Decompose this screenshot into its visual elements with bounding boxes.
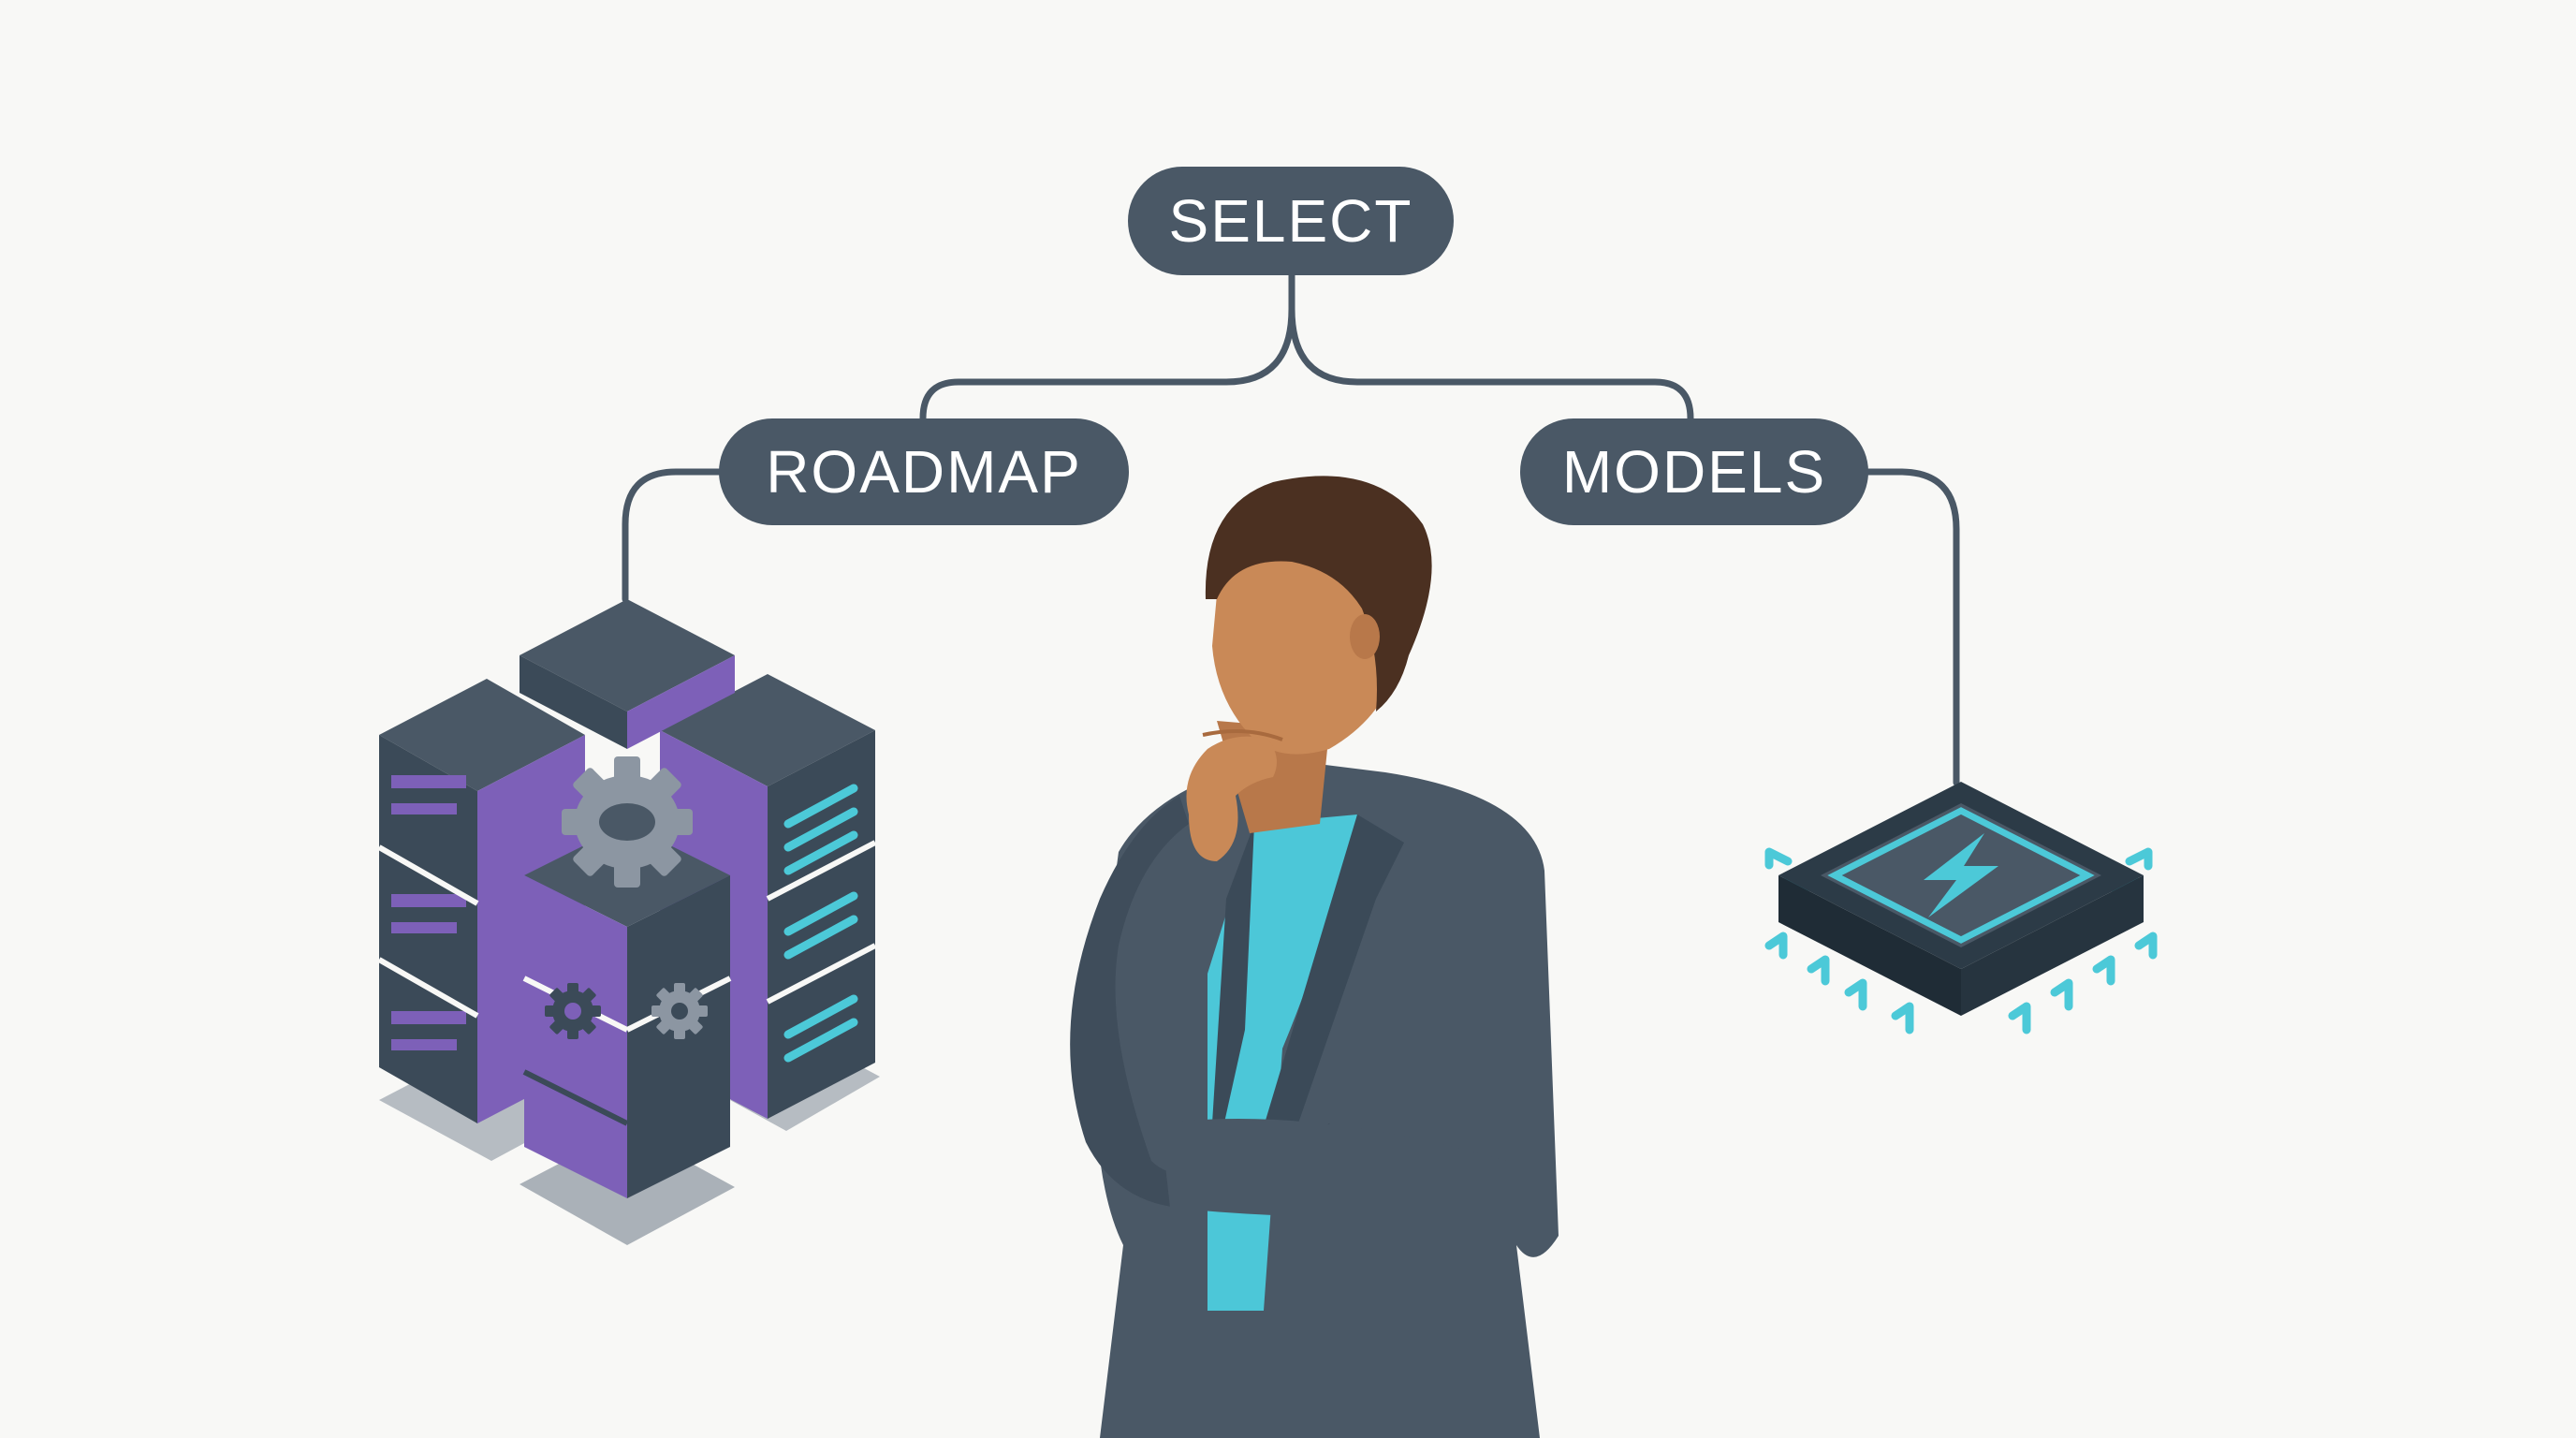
node-roadmap: ROADMAP [719, 418, 1129, 525]
node-select-label: SELECT [1168, 187, 1413, 255]
node-roadmap-label: ROADMAP [766, 438, 1082, 506]
server-block-top [520, 599, 735, 749]
connector-roadmap-servers [622, 468, 723, 603]
node-models-label: MODELS [1561, 438, 1827, 506]
small-gear-icon-right [651, 983, 708, 1039]
node-select: SELECT [1128, 167, 1454, 275]
connector-lines [622, 271, 1960, 786]
lightning-icon [1924, 833, 1998, 917]
connector-select-models [1288, 305, 1694, 422]
node-models: MODELS [1520, 418, 1868, 525]
thinking-person [1070, 476, 1559, 1438]
server-stack-with-gears-icon [377, 599, 880, 1245]
ai-chip-lightning-icon [1764, 782, 2158, 1034]
small-gear-icon-left [545, 983, 601, 1039]
connector-models-chip [1865, 468, 1960, 786]
connector-select-roadmap [919, 271, 1295, 422]
gear-icon [562, 756, 693, 888]
